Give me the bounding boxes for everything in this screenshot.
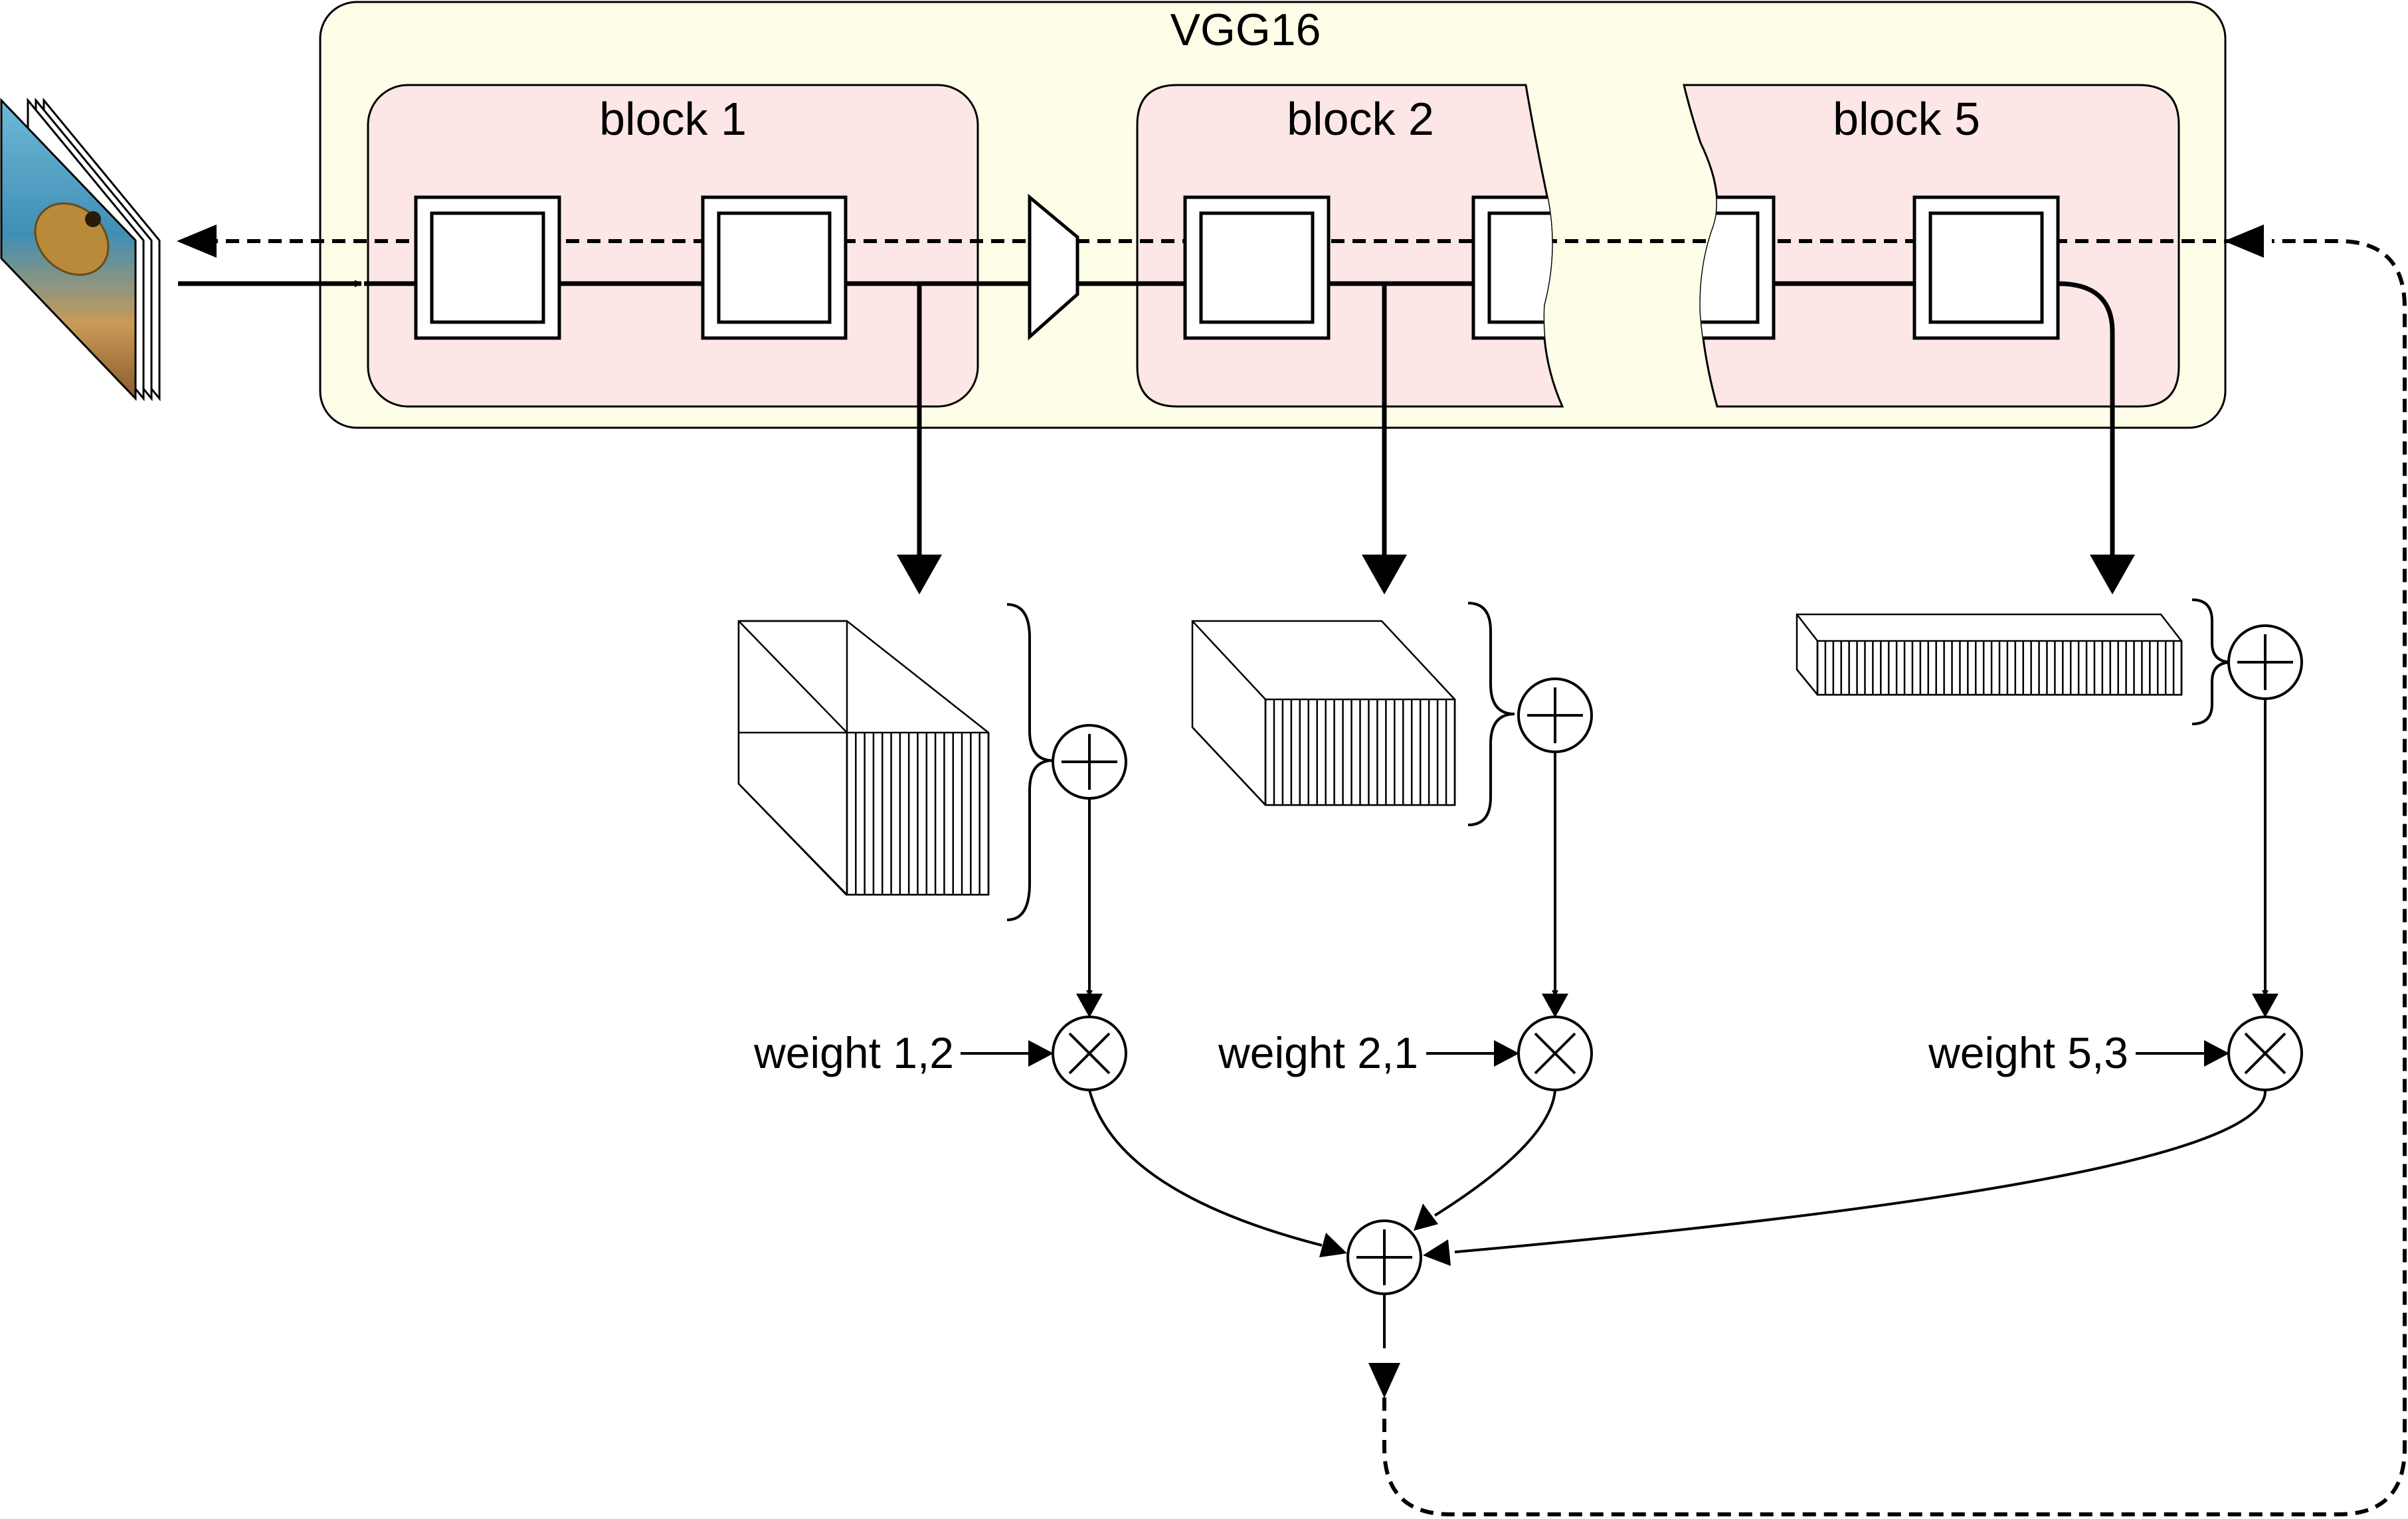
brace-block1 <box>1006 603 1054 921</box>
weight-1-2-label: weight 1,2 <box>753 1028 954 1077</box>
block-2-label: block 2 <box>1287 93 1434 145</box>
arrowhead-sum-1 <box>1319 1233 1347 1257</box>
multiply-node-5 <box>2227 1016 2303 1091</box>
feature-map-block1 <box>737 620 990 896</box>
max-pool-layer <box>1028 193 1079 341</box>
feature-map-block1-channels <box>846 733 990 895</box>
brace-block5 <box>2191 598 2233 725</box>
arrowhead-weight-1 <box>1028 1040 1054 1067</box>
multiply-node-1 <box>1052 1016 1127 1091</box>
feature-map-block2-channels <box>1264 699 1456 805</box>
arrowhead-sum-2 <box>1414 1204 1438 1231</box>
forward-path <box>178 280 2115 546</box>
weight-2-1-label: weight 2,1 <box>1218 1028 1418 1077</box>
gradient-arrowhead-network <box>2224 224 2264 258</box>
arrowhead-mult-1 <box>1076 994 1103 1018</box>
sum-node-block2 <box>1517 677 1593 753</box>
block-1-label: block 1 <box>599 93 747 145</box>
conv-layer-2-1 <box>1183 195 1331 340</box>
feature-map-block2 <box>1191 620 1456 806</box>
weight-5-3-label: weight 5,3 <box>1928 1028 2128 1077</box>
arrowhead-mult-2 <box>1542 994 1568 1018</box>
conv-layer-5-3 <box>1912 195 2060 340</box>
final-output-arrowhead <box>1368 1363 1400 1398</box>
gradient-path <box>199 239 2407 1516</box>
feature-arrowhead-block5 <box>2090 555 2135 594</box>
multiply-node-2 <box>1517 1016 1593 1091</box>
feature-arrowhead-block1 <box>897 555 942 594</box>
arrowhead-mult-5 <box>2252 994 2278 1018</box>
feature-arrowhead-block2 <box>1362 555 1407 594</box>
block-5-label: block 5 <box>1833 93 1980 145</box>
arrowhead-weight-2 <box>1494 1040 1519 1067</box>
arrowhead-sum-5 <box>1423 1239 1451 1266</box>
feature-taps <box>917 284 2115 555</box>
final-sum-node <box>1346 1219 1422 1295</box>
input-image-stack <box>0 97 161 402</box>
feature-map-block5 <box>1796 613 2183 696</box>
vgg16-title: VGG16 <box>1170 5 1321 55</box>
conv-layer-1-2 <box>701 195 848 340</box>
brace-block2 <box>1467 602 1515 826</box>
sum-node-block5 <box>2227 624 2303 700</box>
conv-layer-1-1 <box>414 195 561 340</box>
feature-map-block5-channels <box>1816 641 2183 695</box>
sum-to-multiply-arrows <box>1086 699 2269 997</box>
gradient-arrowhead-input <box>177 224 217 258</box>
sum-node-block1 <box>1052 724 1127 800</box>
multiply-to-sum-curves <box>1088 1089 2267 1253</box>
arrowhead-weight-5 <box>2204 1040 2229 1067</box>
